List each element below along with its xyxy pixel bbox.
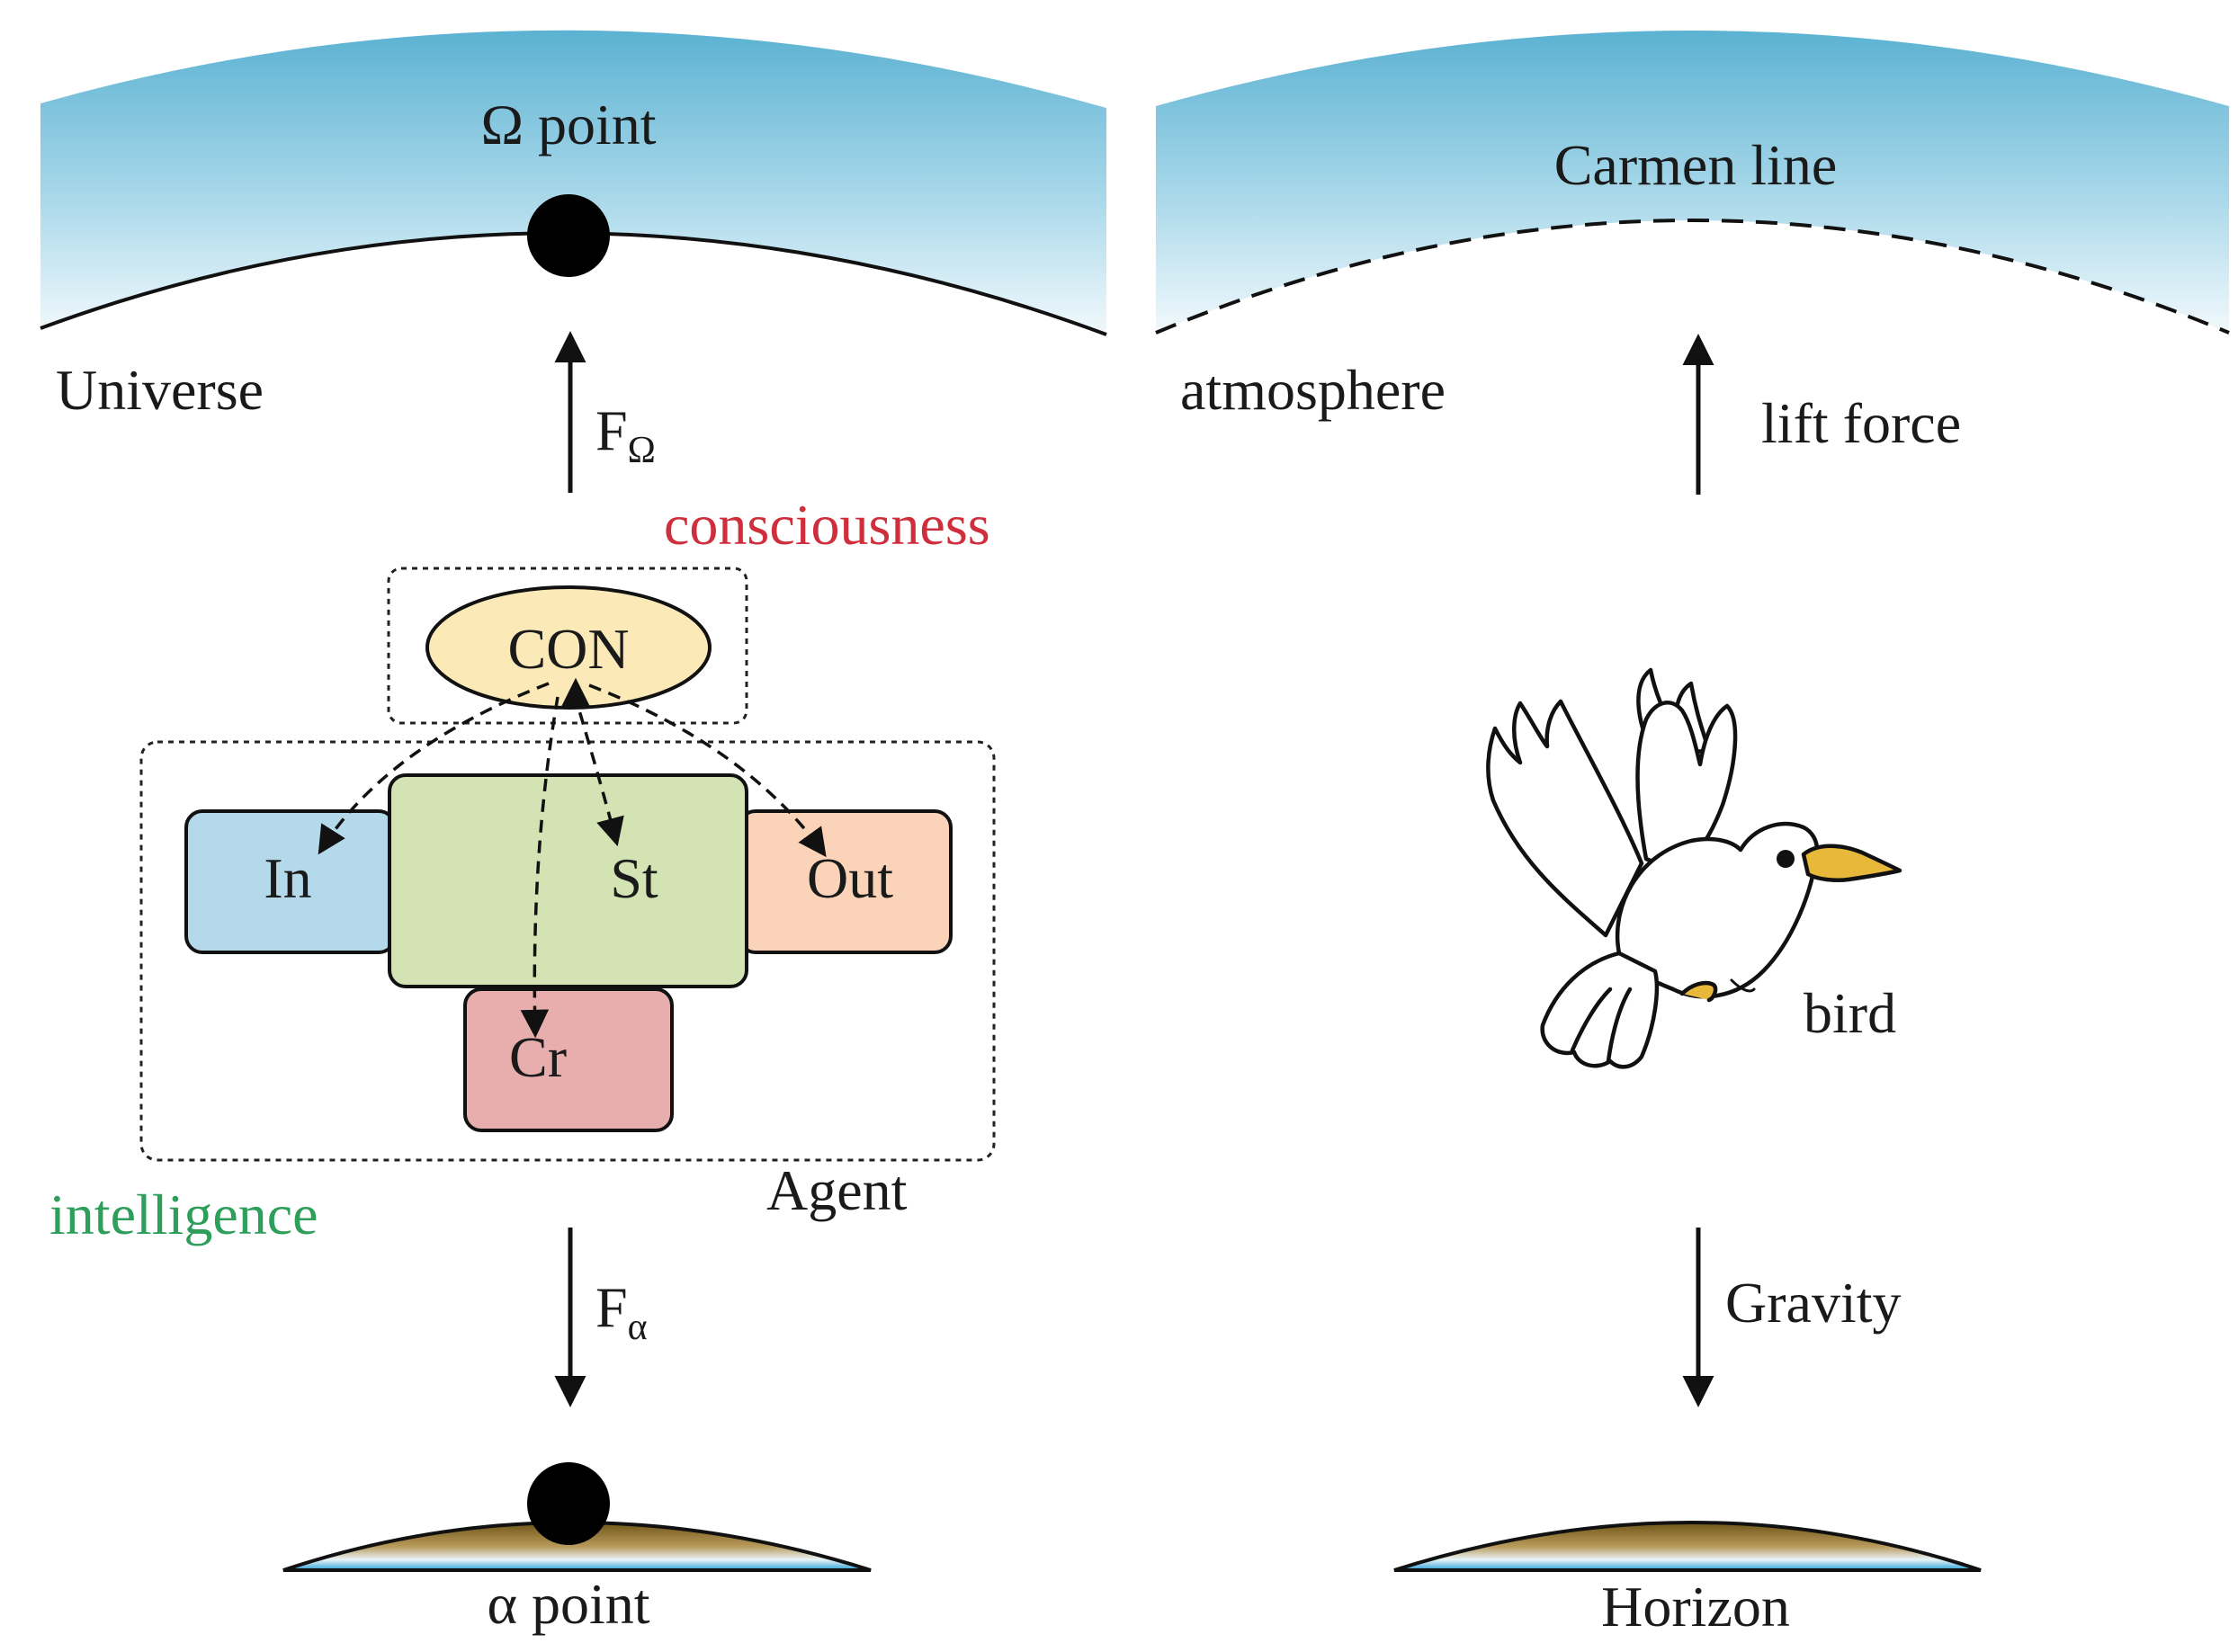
force-up-base: F: [595, 398, 628, 462]
atmosphere-label: atmosphere: [1180, 358, 1446, 422]
bird-tail-feather-2: [1606, 987, 1633, 1064]
cr-box: [463, 987, 674, 1132]
force-up-label: FΩ: [595, 398, 656, 471]
bird-neck-line: [1730, 978, 1756, 993]
consciousness-label: consciousness: [664, 493, 990, 557]
bird-tail: [1540, 951, 1660, 1069]
bird-foot: [1679, 980, 1718, 1003]
force-down-subscript: α: [628, 1307, 648, 1348]
con-dashed-arrows: [318, 677, 827, 1039]
st-box: [388, 773, 748, 988]
right-panel: Carmen line atmosphere lift force: [1155, 31, 2230, 1639]
con-to-out-arrow: [588, 683, 827, 858]
horizon-label: Horizon: [1601, 1575, 1790, 1639]
bird-upper-wing: [1635, 701, 1738, 875]
atmosphere-sky-band: [1156, 31, 2229, 333]
force-up-subscript: Ω: [628, 430, 656, 471]
omega-point-dot: [527, 194, 610, 277]
gravity-label: Gravity: [1725, 1271, 1902, 1335]
bird-illustration: [1486, 667, 1902, 1069]
lift-force-label: lift force: [1761, 391, 1961, 455]
cr-label: Cr: [509, 1025, 567, 1089]
st-label: St: [610, 846, 658, 910]
omega-point-label: Ω point: [480, 93, 656, 156]
out-label: Out: [807, 846, 893, 910]
bird-label: bird: [1804, 981, 1896, 1045]
alpha-point-dot: [527, 1462, 610, 1545]
universe-label: Universe: [56, 358, 264, 422]
force-down-label: Fα: [595, 1275, 648, 1348]
bird-beak: [1801, 844, 1902, 882]
force-down-base: F: [595, 1275, 628, 1339]
bird-eye: [1777, 850, 1795, 868]
universe-sky-band: [40, 30, 1106, 335]
left-panel: Ω point Universe FΩ consciousness CON In…: [40, 30, 1107, 1636]
carmen-line-dashed: [1155, 219, 2230, 335]
alpha-point-label: α point: [487, 1572, 649, 1636]
bird-front-wing: [1486, 699, 1644, 938]
consciousness-frame: [387, 567, 748, 725]
con-ellipse: [425, 585, 712, 710]
agent-label: Agent: [766, 1158, 908, 1222]
carmen-line-label: Carmen line: [1554, 133, 1838, 197]
bird-tail-feather-1: [1570, 987, 1613, 1053]
con-to-in-arrow: [318, 682, 550, 855]
horizon-ground: [1393, 1521, 1982, 1572]
agent-frame: [139, 740, 996, 1162]
intelligence-label: intelligence: [49, 1183, 318, 1246]
con-label: CON: [507, 617, 629, 681]
con-to-cr-arrow: [520, 696, 560, 1039]
in-label: In: [264, 846, 311, 910]
